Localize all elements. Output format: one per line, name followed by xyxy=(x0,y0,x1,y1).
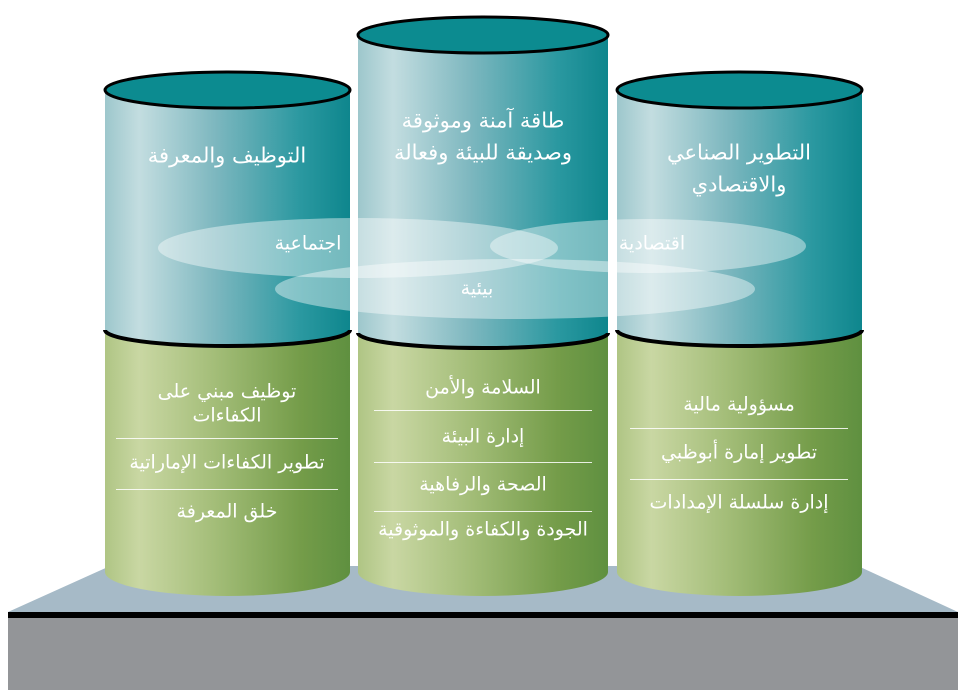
pillar2-divider-1 xyxy=(374,410,592,412)
pillar2-item4: الجودة والكفاءة والموثوقية xyxy=(378,518,588,541)
pillar1-item1-line1: توظيف مبني على xyxy=(157,380,297,403)
pillar3-divider-1 xyxy=(630,428,848,430)
pillar1-divider-2 xyxy=(116,489,338,491)
pillar1-top-ellipse xyxy=(103,70,352,110)
pillar2-top-ellipse xyxy=(356,15,610,55)
platform-front-face xyxy=(8,618,958,690)
pillar1-green-body xyxy=(105,330,350,596)
pillar2-title-line1: طاقة آمنة وموثوقة xyxy=(401,108,565,133)
pillar3-teal-body xyxy=(617,90,862,346)
pillar1-item3: خلق المعرفة xyxy=(176,500,278,523)
sustainability-venn xyxy=(158,218,806,319)
economic-ellipse xyxy=(490,219,806,273)
pillar2-mid-arc xyxy=(356,332,610,350)
environmental-label: بيئية xyxy=(460,277,494,300)
pillar2-item2: إدارة البيئة xyxy=(441,425,525,448)
pillar3-mid-arc xyxy=(615,329,864,348)
pillar2-divider-2 xyxy=(374,462,592,464)
social-label: اجتماعية xyxy=(274,232,342,255)
pillar2-item1: السلامة والأمن xyxy=(425,376,541,399)
pillar1-teal-body xyxy=(105,90,350,346)
pillar1-item2: تطوير الكفاءات الإماراتية xyxy=(129,451,325,474)
pillar3-item3: إدارة سلسلة الإمدادات xyxy=(649,491,829,514)
pillar3-divider-2 xyxy=(630,479,848,481)
economic-label: اقتصادية xyxy=(618,232,686,255)
pillar1-item1-line2: الكفاءات xyxy=(192,404,262,427)
pillar2-divider-3 xyxy=(374,511,592,513)
pillar3-title-line1: التطوير الصناعي xyxy=(667,140,811,165)
pillar1-mid-arc xyxy=(103,329,352,348)
pillar3-top-ellipse xyxy=(615,70,864,110)
pillar2-teal-body xyxy=(358,35,608,348)
pillar2-cylinder xyxy=(356,15,610,596)
pillar3-title-line2: والاقتصادي xyxy=(691,172,787,197)
pillar3-item2: تطوير إمارة أبوظبي xyxy=(661,441,817,464)
pillar3-item1: مسؤولية مالية xyxy=(683,393,795,416)
pillar2-item3: الصحة والرفاهية xyxy=(419,473,547,496)
social-ellipse xyxy=(158,218,558,278)
pillar3-cylinder xyxy=(615,70,864,596)
environmental-ellipse xyxy=(275,259,755,319)
pillar1-title: التوظيف والمعرفة xyxy=(147,143,307,168)
pillar2-title-line2: وصديقة للبيئة وفعالة xyxy=(393,140,573,165)
platform-edge-shadow xyxy=(8,612,958,618)
pillar2-green-body xyxy=(358,333,608,596)
pillar1-cylinder xyxy=(103,70,352,596)
pillar3-green-body xyxy=(617,330,862,596)
pillar1-divider-1 xyxy=(116,438,338,440)
